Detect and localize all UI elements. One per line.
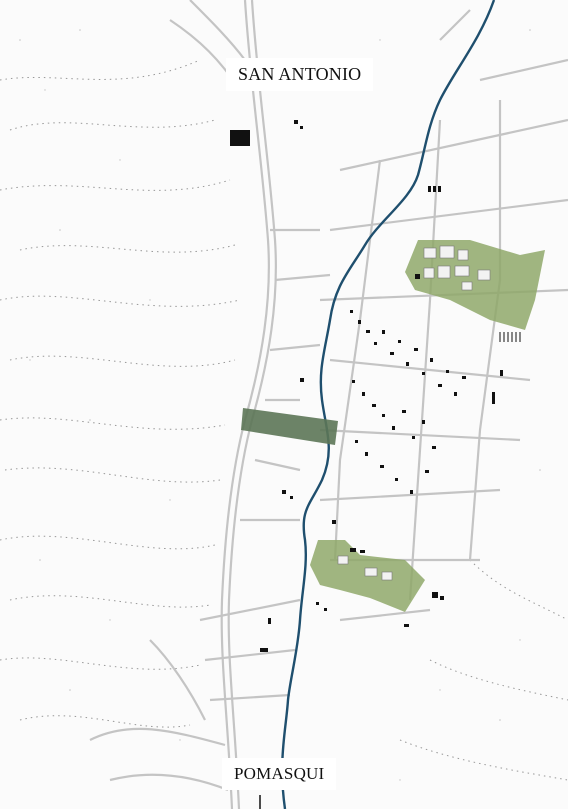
buildings <box>230 120 503 652</box>
park-buildings <box>337 245 491 581</box>
contour-lines <box>0 59 568 781</box>
stadium-stands <box>499 332 521 342</box>
green-area-north <box>405 240 545 330</box>
terrain-texture <box>19 29 541 781</box>
river <box>280 0 496 809</box>
dark-green-strip <box>241 408 338 445</box>
place-label-san-antonio: SAN ANTONIO <box>226 58 374 91</box>
place-label-pomasqui: POMASQUI <box>222 758 337 790</box>
roads <box>89 0 568 809</box>
